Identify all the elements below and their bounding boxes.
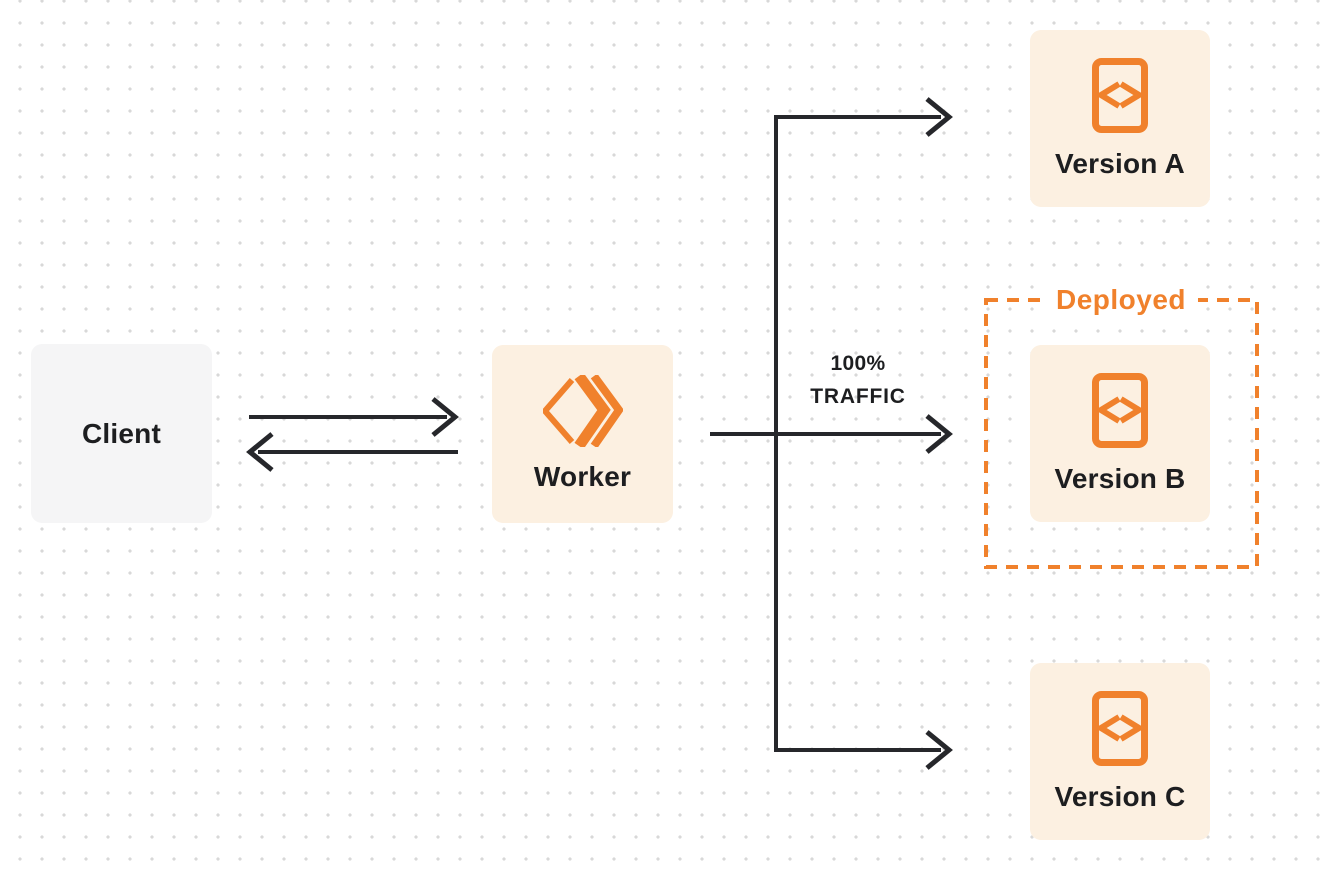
worker-to-client-arrow	[246, 432, 458, 472]
version-c-label: Version C	[1054, 780, 1186, 812]
worker-to-version-b-arrow	[710, 414, 953, 454]
traffic-percent-text: 100%	[830, 352, 886, 375]
worker-label: Worker	[533, 461, 632, 492]
version-c-node: Version C	[1030, 663, 1210, 840]
client-to-worker-arrow	[249, 397, 459, 437]
worker-node: Worker	[492, 345, 673, 523]
version-a-node: Version A	[1030, 30, 1210, 207]
code-file-icon	[1092, 57, 1148, 133]
branch-to-version-c-arrowhead	[925, 730, 953, 770]
workers-logo-icon	[542, 375, 623, 447]
code-file-icon	[1092, 690, 1148, 766]
traffic-word-text: TRAFFIC	[810, 385, 906, 408]
client-node: Client	[31, 344, 212, 523]
traffic-label: 100% TRAFFIC	[792, 352, 924, 409]
version-a-label: Version A	[1055, 147, 1185, 179]
version-b-label: Version B	[1054, 462, 1186, 494]
version-b-node: Version B	[1030, 345, 1210, 522]
client-label: Client	[82, 417, 161, 449]
code-file-icon	[1092, 372, 1148, 448]
deployed-label: Deployed	[1043, 284, 1199, 316]
branch-to-version-a-arrowhead	[925, 97, 953, 137]
